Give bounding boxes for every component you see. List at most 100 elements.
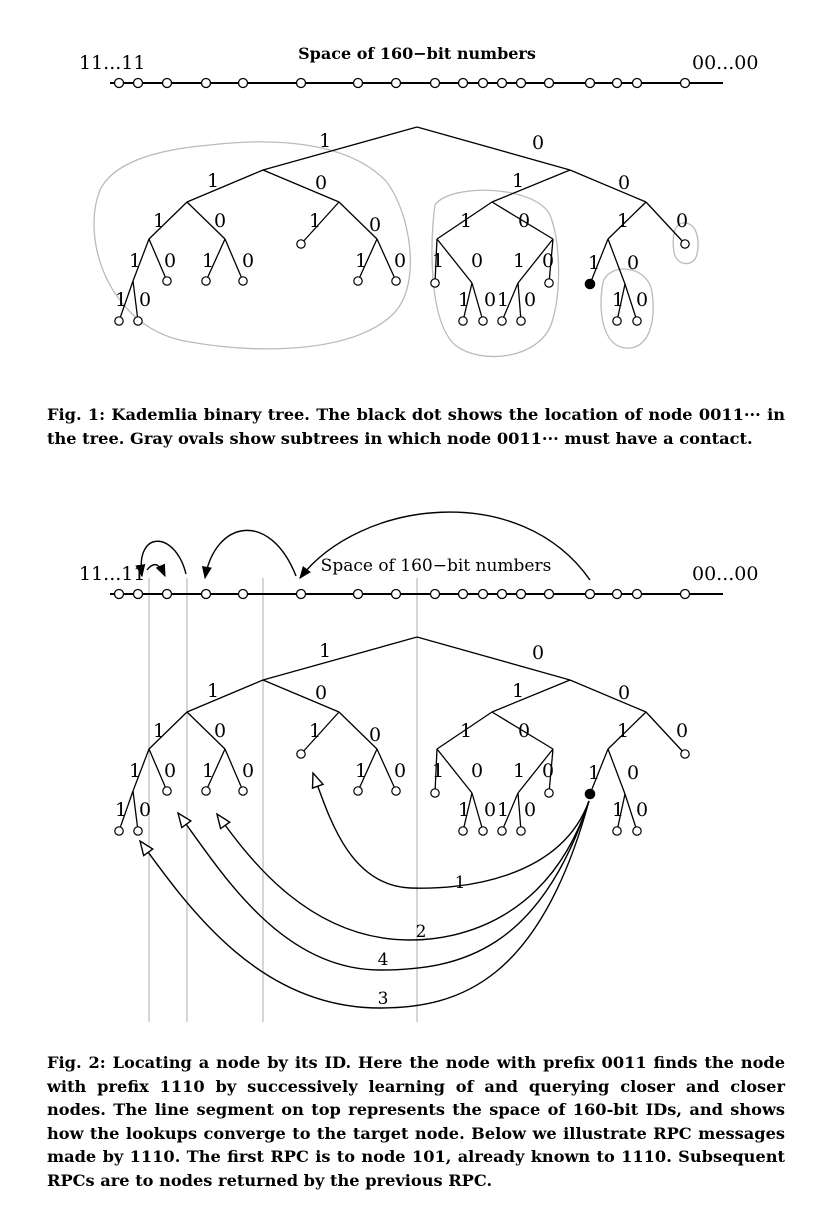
tree-edge: [300, 711, 340, 755]
tree-leaf-node: [296, 749, 306, 759]
tree-leaf-node: [632, 316, 642, 326]
bit-label: 0: [636, 289, 648, 311]
bit-label: 1: [513, 760, 525, 782]
bit-label: 0: [214, 210, 226, 232]
id-space-node: [543, 588, 555, 600]
tree-leaf-node: [238, 786, 248, 796]
tree-edge: [118, 790, 134, 832]
tree-edge: [436, 238, 473, 284]
rpc-number-label: 1: [455, 873, 466, 893]
tree-edge: [224, 748, 244, 792]
bit-label: 0: [627, 762, 639, 784]
bit-label: 1: [153, 720, 165, 742]
bit-label: 1: [512, 170, 524, 192]
bit-label: 1: [458, 289, 470, 311]
bit-label: 0: [676, 210, 688, 232]
tree-edge: [645, 711, 686, 755]
tree-leaf-node: [114, 316, 124, 326]
tree-leaf-node: [497, 826, 507, 836]
bit-label: 1: [458, 799, 470, 821]
bit-label: 0: [394, 760, 406, 782]
bit-label: 0: [242, 760, 254, 782]
id-space-node: [352, 77, 364, 89]
id-space-node: [390, 588, 402, 600]
id-space-node: [477, 77, 489, 89]
tree-leaf-node: [516, 316, 526, 326]
tree-leaf-node: [632, 826, 642, 836]
bit-label: 0: [369, 214, 381, 236]
id-space-node: [352, 588, 364, 600]
figure-1-caption-text: Kademlia binary tree. The black dot show…: [47, 405, 785, 448]
tree-leaf-node: [201, 276, 211, 286]
tree-edge: [569, 679, 647, 713]
rpc-arrow-4: [178, 800, 590, 971]
id-space-node: [161, 77, 173, 89]
tree-edge: [624, 283, 638, 322]
tree-leaf-node: [162, 786, 172, 796]
bit-label: 1: [309, 720, 321, 742]
figure-1-caption-label: Fig. 1:: [47, 405, 106, 424]
tree-leaf-node: [391, 276, 401, 286]
id-space-node: [429, 588, 441, 600]
tree-edge: [338, 711, 378, 750]
bit-label: 0: [315, 682, 327, 704]
id-space-node: [543, 77, 555, 89]
tree-edge: [205, 238, 226, 282]
tree-leaf-node: [296, 239, 306, 249]
bit-label: 0: [532, 642, 544, 664]
rpc-arrow-3: [140, 800, 590, 1009]
bit-label: 0: [471, 760, 483, 782]
lookup-hop-arrow: [146, 563, 166, 578]
bit-label: 1: [497, 289, 509, 311]
bit-label: 1: [355, 760, 367, 782]
bit-label: 0: [164, 760, 176, 782]
id-space-node: [161, 588, 173, 600]
id-space-line: [110, 588, 723, 600]
rpc-number-label: 4: [378, 950, 389, 970]
bit-label: 1: [617, 720, 629, 742]
id-space-node: [584, 588, 596, 600]
subtree-oval-small: [600, 268, 654, 349]
tree-edge: [436, 711, 493, 750]
tree-edge: [462, 282, 473, 322]
subtree-oval-left: [93, 141, 411, 350]
id-space-node: [200, 77, 212, 89]
id-space-node: [113, 77, 125, 89]
rpc-arrow-1: [313, 773, 590, 889]
id-space-node: [295, 588, 307, 600]
bit-label: 1: [202, 250, 214, 272]
bit-label: 0: [524, 799, 536, 821]
bit-label: 1: [319, 130, 331, 152]
tree-edge: [491, 679, 571, 713]
bit-label: 0: [484, 289, 496, 311]
tree-leaf-node: [478, 316, 488, 326]
tree-edge: [376, 238, 397, 282]
figure-2-diagram: 11...11 00...00 Space of 160−bit numbers…: [79, 511, 758, 1022]
tree-edge: [186, 169, 264, 203]
bit-label: 0: [532, 132, 544, 154]
bit-label: 0: [394, 250, 406, 272]
id-space-node: [113, 588, 125, 600]
lookup-hop-arrow: [201, 529, 297, 580]
tree-edge: [118, 280, 134, 322]
figure-2-caption: Fig. 2: Locating a node by its ID. Here …: [47, 1051, 785, 1192]
id-space-title: Space of 160−bit numbers: [321, 556, 552, 576]
bit-label: 1: [115, 289, 127, 311]
tree-edge: [300, 201, 340, 245]
id-space-node: [295, 77, 307, 89]
id-space-line: [110, 77, 723, 89]
bit-label: 0: [139, 289, 151, 311]
bit-label: 1: [202, 760, 214, 782]
bit-label: 1: [513, 250, 525, 272]
bit-label: 1: [115, 799, 127, 821]
rpc-number-label: 2: [416, 922, 427, 942]
bit-label: 0: [164, 250, 176, 272]
subtree-oval-middle: [431, 189, 560, 358]
tree-edge: [607, 201, 647, 240]
bit-label: 0: [542, 760, 554, 782]
tree-edge: [224, 238, 244, 282]
tree-edge: [186, 679, 264, 713]
tree-edge: [132, 238, 150, 282]
id-space-node: [237, 77, 249, 89]
